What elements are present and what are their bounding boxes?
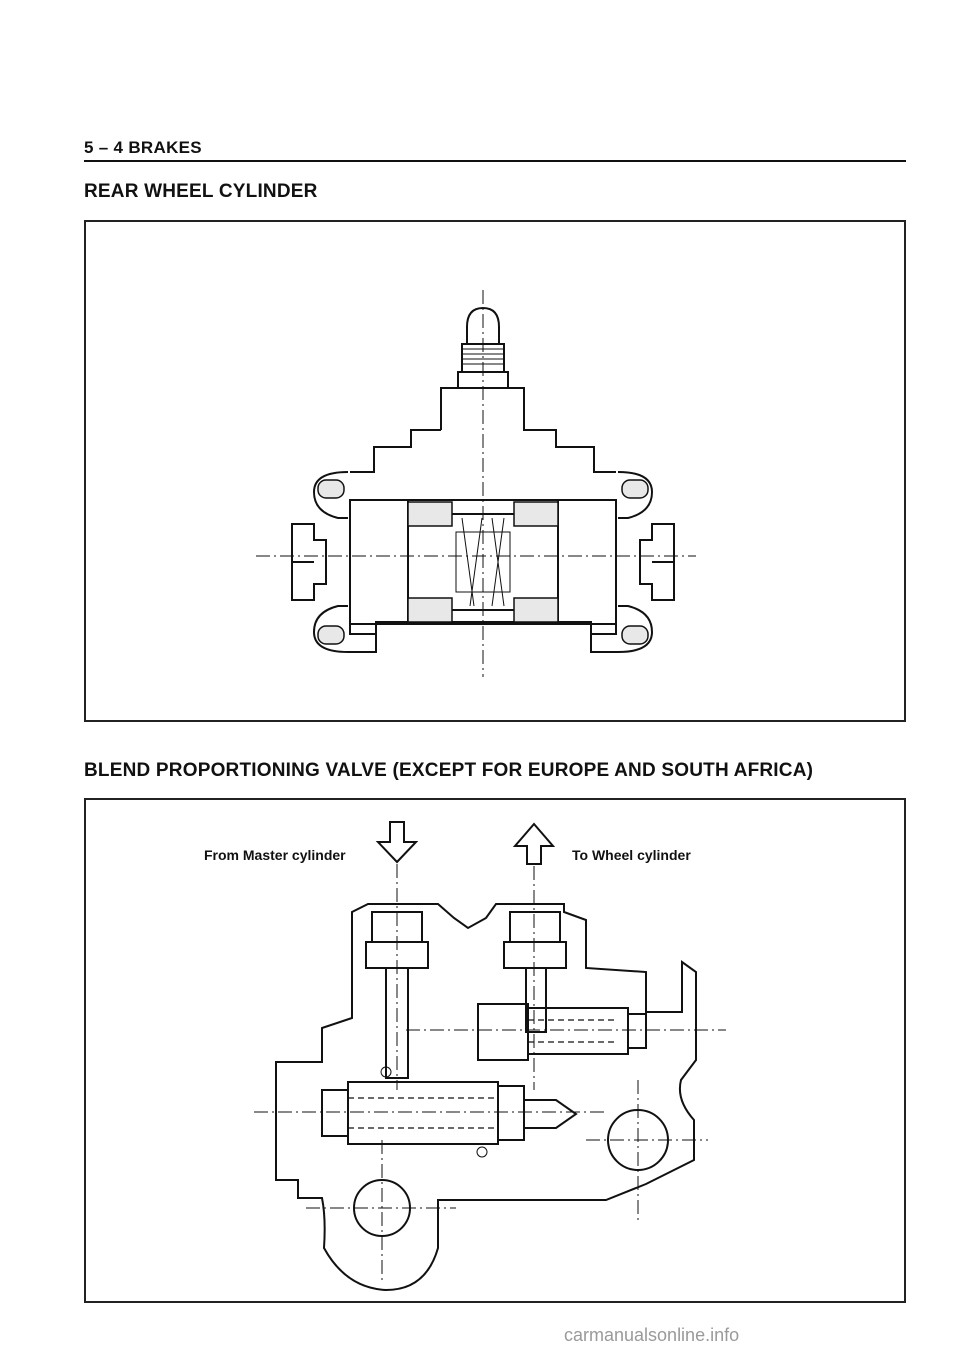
- arrow-down-icon: [375, 821, 419, 864]
- header-rule: [84, 160, 906, 162]
- label-from-master-cylinder: From Master cylinder: [204, 847, 346, 863]
- watermark: carmanualsonline.info: [564, 1325, 740, 1345]
- section-title-blend-proportioning-valve: BLEND PROPORTIONING VALVE (EXCEPT FOR EU…: [84, 760, 814, 781]
- blend-proportioning-valve-figure: From Master cylinder To Wheel cylinder: [84, 798, 906, 1303]
- page-header: 5 – 4 BRAKES: [84, 138, 202, 157]
- rear-wheel-cylinder-drawing: [256, 290, 696, 677]
- valve-drawing: [254, 821, 726, 1292]
- label-to-wheel-cylinder: To Wheel cylinder: [572, 847, 691, 863]
- arrow-up-icon: [512, 822, 556, 865]
- section-title-rear-wheel-cylinder: REAR WHEEL CYLINDER: [84, 181, 318, 202]
- rear-wheel-cylinder-figure: [84, 220, 906, 722]
